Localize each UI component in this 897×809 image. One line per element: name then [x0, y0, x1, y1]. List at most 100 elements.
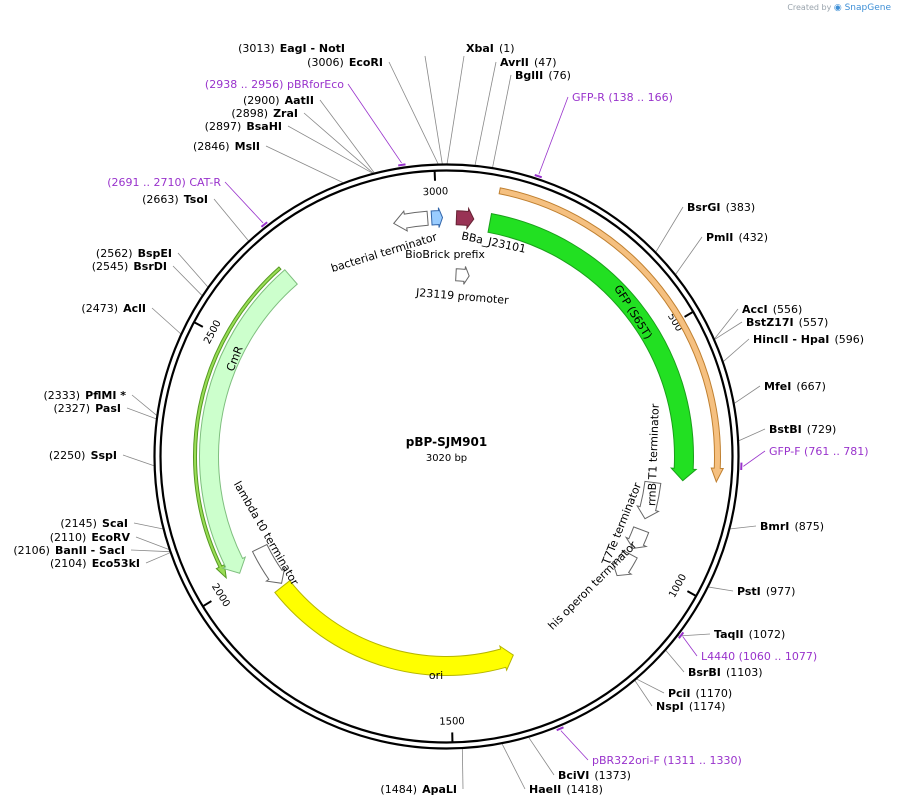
leader-line — [675, 236, 703, 275]
site-label-bglii[interactable]: BglII (76) — [515, 64, 571, 83]
site-label-hincii[interactable]: HincII - HpaI (596) — [753, 328, 864, 347]
primer-leader — [224, 181, 264, 224]
primer-label-gfp-r[interactable]: GFP-R (138 .. 166) — [572, 91, 673, 104]
backbone-outer-ring — [153, 163, 740, 750]
tick-label: 1500 — [439, 716, 465, 728]
site-label-text: (2110) EcoRV — [50, 526, 131, 545]
site-label-eagi[interactable]: (3013) EagI - NotI — [238, 37, 345, 56]
site-label-mfei[interactable]: MfeI (667) — [764, 375, 826, 394]
site-label-text: BsrGI (383) — [687, 196, 755, 215]
site-label-bspei[interactable]: (2562) BspEI — [96, 242, 172, 261]
site-label-taqii[interactable]: TaqII (1072) — [714, 623, 785, 642]
primer-label-cat-r[interactable]: (2691 .. 2710) CAT-R — [107, 176, 221, 189]
primer-label-pbr322ori-f[interactable]: pBR322ori-F (1311 .. 1330) — [592, 754, 742, 767]
site-label-text: (2473) AclI — [81, 297, 146, 316]
site-label-text: HaeII (1418) — [529, 778, 603, 797]
site-label-text: (2104) Eco53kI — [50, 552, 140, 571]
leader-line — [172, 265, 203, 296]
primer-label-gfp-f[interactable]: GFP-F (761 .. 781) — [769, 445, 869, 458]
site-label-sspi[interactable]: (2250) SspI — [49, 444, 117, 463]
site-label-bstbi[interactable]: BstBI (729) — [769, 418, 836, 437]
primer-mark-l4440 — [678, 631, 685, 639]
site-label-scai[interactable]: (2145) ScaI — [60, 512, 128, 531]
site-label-pflmi[interactable]: (2333) PflMI * — [43, 384, 126, 403]
primer-label-l4440[interactable]: L4440 (1060 .. 1077) — [701, 650, 817, 663]
site-label-nspi[interactable]: NspI (1174) — [656, 695, 725, 714]
site-label-bstz17i[interactable]: BstZ17I (557) — [746, 311, 828, 330]
feature-label-rrnb: rrnB T1 terminator — [645, 403, 662, 506]
feature-label-j23119-promoter: J23119 promoter — [415, 286, 510, 307]
site-label-haeii[interactable]: HaeII (1418) — [529, 778, 603, 797]
leader-line — [474, 61, 497, 165]
site-label-pasi[interactable]: (2327) PasI — [53, 397, 121, 416]
leader-line — [265, 145, 343, 183]
site-label-text: (2327) PasI — [53, 397, 121, 416]
site-label-banii[interactable]: (2106) BanII - SacI — [13, 539, 125, 558]
leader-line — [528, 737, 555, 776]
site-label-text: (2846) MslI — [193, 135, 260, 154]
site-label-text: BsrBI (1103) — [688, 661, 763, 680]
site-leader-lines — [122, 55, 766, 790]
site-label-zrai[interactable]: (2898) ZraI — [231, 102, 298, 121]
site-label-ecori[interactable]: (3006) EcoRI — [307, 51, 383, 70]
site-label-bcivi[interactable]: BciVI (1373) — [558, 764, 631, 783]
cmr-outer-arc — [193, 266, 282, 580]
leader-line — [678, 633, 711, 637]
feature-arrow-rrnb — [636, 480, 662, 520]
feature-arrow-j23101 — [455, 206, 475, 231]
site-label-apali[interactable]: (1484) ApaLI — [380, 778, 457, 797]
tick-label: 3000 — [423, 186, 449, 198]
site-label-bsrgi[interactable]: BsrGI (383) — [687, 196, 755, 215]
site-label-eco53ki[interactable]: (2104) Eco53kI — [50, 552, 140, 571]
backbone-inner-ring — [159, 169, 734, 744]
feature-label-biobrick-prefix: BioBrick prefix — [405, 248, 485, 261]
site-label-text: BmrI (875) — [760, 515, 824, 534]
primer-marks — [260, 163, 743, 732]
site-label-bsrbi[interactable]: BsrBI (1103) — [688, 661, 763, 680]
leader-line — [122, 454, 154, 467]
site-label-ecorv[interactable]: (2110) EcoRV — [50, 526, 131, 545]
leader-line — [655, 206, 684, 252]
tick-mark — [686, 590, 697, 597]
site-label-aatii[interactable]: (2900) AatII — [243, 89, 314, 108]
primer-label-text: GFP-R (138 .. 166) — [572, 91, 673, 104]
primer-label-pbrforeco[interactable]: (2938 .. 2956) pBRforEco — [205, 78, 344, 91]
site-label-bsrdi[interactable]: (2545) BsrDI — [92, 255, 167, 274]
site-labels: (3013) EagI - NotI(3006) EcoRI XbaI (1)Av… — [13, 37, 869, 797]
site-label-psti[interactable]: PstI (977) — [737, 580, 795, 599]
site-label-text: XbaI (1) — [466, 37, 515, 56]
leader-line — [126, 407, 157, 420]
leader-line — [446, 55, 465, 164]
primer-label-text: L4440 (1060 .. 1077) — [701, 650, 817, 663]
leader-line — [319, 99, 375, 173]
site-label-avrii[interactable]: AvrII (47) — [500, 51, 557, 70]
site-label-tsoi[interactable]: (2663) TsoI — [142, 188, 208, 207]
site-label-text: NspI (1174) — [656, 695, 725, 714]
site-label-pmli[interactable]: PmlI (432) — [706, 226, 768, 245]
feature-label-ori: ori — [429, 669, 443, 682]
site-label-xbai[interactable]: XbaI (1) — [466, 37, 515, 56]
leader-line — [133, 522, 163, 530]
leader-line — [213, 198, 249, 241]
site-label-bsahi[interactable]: (2897) BsaHI — [205, 115, 282, 134]
tick-mark — [684, 310, 694, 318]
site-label-text: (2900) AatII — [243, 89, 314, 108]
leader-line — [665, 650, 685, 673]
feature-arrow-cmr — [199, 269, 298, 574]
site-label-msli[interactable]: (2846) MslI — [193, 135, 260, 154]
feature-arrow-his — [611, 549, 638, 577]
site-label-bmri[interactable]: BmrI (875) — [760, 515, 824, 534]
feature-arrow-gfp — [487, 213, 698, 482]
site-label-text: (3006) EcoRI — [307, 51, 383, 70]
site-label-text: (2562) BspEI — [96, 242, 172, 261]
site-label-text: (2333) PflMI * — [43, 384, 126, 403]
leader-line — [734, 385, 761, 404]
site-label-acli[interactable]: (2473) AclI — [81, 297, 146, 316]
tick-mark — [202, 600, 212, 608]
leader-line — [424, 55, 443, 164]
site-label-acci[interactable]: AccI (556) — [742, 298, 802, 317]
site-label-pcii[interactable]: PciI (1170) — [668, 682, 732, 701]
credit-prefix: Created by — [787, 3, 832, 12]
site-label-text: AccI (556) — [742, 298, 802, 317]
leader-line — [714, 321, 743, 340]
